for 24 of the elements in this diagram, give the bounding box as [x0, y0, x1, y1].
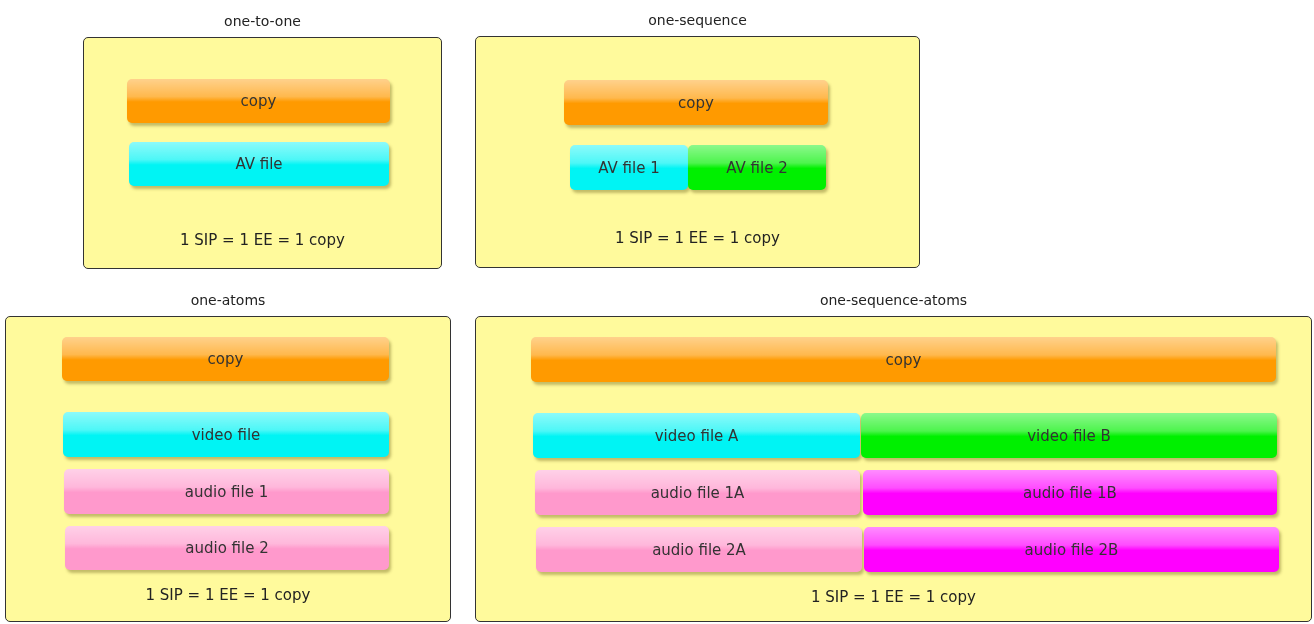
file-bar: AV file — [129, 142, 389, 186]
file-bar: copy — [531, 337, 1276, 382]
file-bar: AV file 2 — [688, 145, 826, 190]
panel-title: one-sequence — [647, 12, 748, 28]
file-bar: copy — [127, 79, 390, 123]
panel-footer-text: 1 SIP = 1 EE = 1 copy — [179, 231, 346, 249]
file-bar: audio file 2B — [864, 527, 1279, 572]
panel-footer-text: 1 SIP = 1 EE = 1 copy — [810, 588, 977, 606]
panel-footer-text: 1 SIP = 1 EE = 1 copy — [144, 586, 312, 604]
file-bar: video file A — [533, 413, 860, 458]
panel-title: one-to-one — [223, 13, 302, 29]
file-bar: copy — [62, 337, 389, 381]
panel-title: one-sequence-atoms — [818, 292, 969, 308]
panel-title: one-atoms — [189, 292, 267, 308]
file-bar: video file B — [861, 413, 1277, 458]
file-bar: copy — [564, 80, 828, 125]
file-bar: audio file 1B — [863, 470, 1277, 515]
panel-footer-text: 1 SIP = 1 EE = 1 copy — [614, 229, 781, 247]
file-bar: audio file 2A — [536, 527, 862, 572]
file-bar: AV file 1 — [570, 145, 688, 190]
file-bar: audio file 2 — [65, 526, 389, 570]
file-bar: audio file 1 — [64, 469, 389, 514]
file-bar: audio file 1A — [535, 470, 860, 515]
file-bar: video file — [63, 412, 389, 457]
